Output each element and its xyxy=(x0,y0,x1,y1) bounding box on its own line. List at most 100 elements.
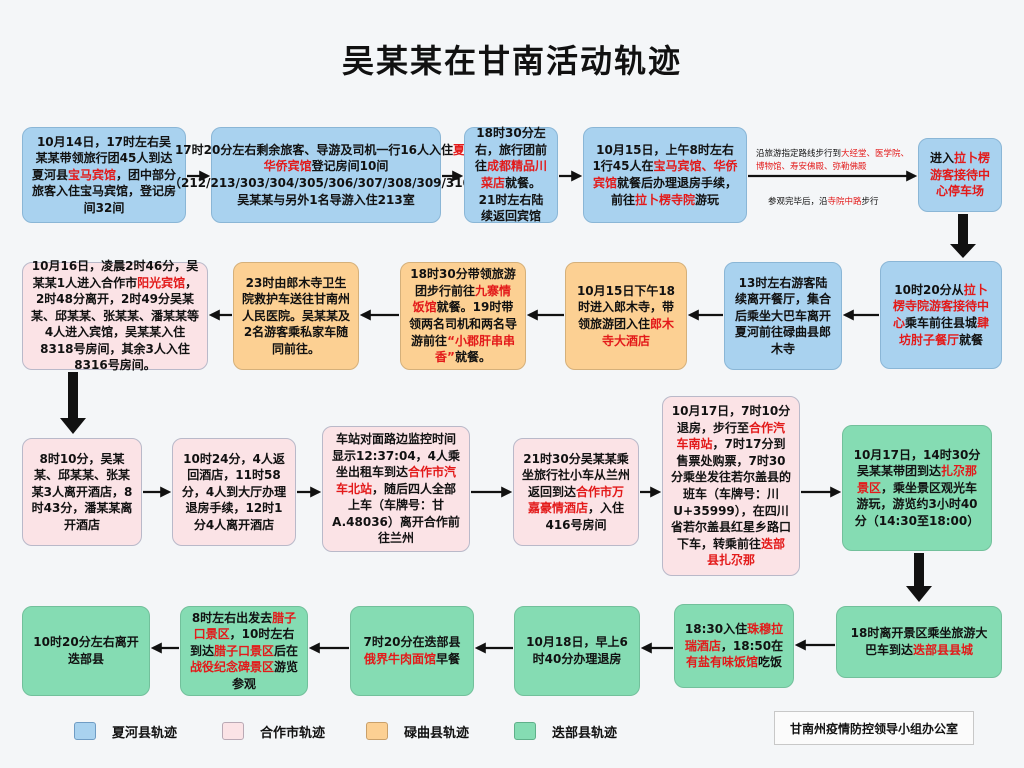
node-9-place-a: 九寨情饭馆 xyxy=(412,283,512,315)
node-6-text-c: 就餐 xyxy=(959,332,984,347)
node-15-text-a: 21时30分吴某某乘坐旅行社小车从兰州返回到达 xyxy=(522,451,631,499)
node-2: 17时20分左右剩余旅客、导游及司机一行16人入住夏河华侨宾馆登记房间10间（2… xyxy=(169,127,483,223)
node-11-text-b: ，2时48分离开，2时49分吴某某、邱某某、张某某、潘某某等4人进入宾馆，吴某某… xyxy=(31,275,200,373)
node-22-text-c: 后在 xyxy=(274,643,299,658)
node-23: 10时20分左右离开迭部县 xyxy=(22,606,150,696)
node-1-text-a: 10月14日，17时左右吴某某带领旅行团45人到达夏河县 xyxy=(31,134,173,182)
legend-label-luqu: 碌曲县轨迹 xyxy=(404,726,470,741)
node-11-place: 阳光宾馆 xyxy=(137,275,186,290)
node-7: 13时左右游客陆续离开餐厅，集合后乘坐大巴车离开夏河前往碌曲县郎木寺 xyxy=(724,262,842,370)
node-4: 10月15日，上午8时左右1行45人在宝马宾馆、华侨宾馆就餐后办理退房手续，前往… xyxy=(583,127,747,223)
legend-swatch-luqu xyxy=(366,722,388,740)
node-19-place-b: 有盐有味饭馆 xyxy=(685,655,758,670)
node-17-place: 扎尕那景区 xyxy=(856,464,978,495)
node-12: 8时10分，吴某某、邱某某、张某某3人离开酒店，8时43分，潘某某离开酒店 xyxy=(22,438,142,546)
node-13-text: 10时24分，4人返回酒店，11时58分，4人到大厅办理退房手续，12时1分4人… xyxy=(181,451,287,532)
node-16-text-b: ，7时17分到售票处购票，7时30分乘坐发往若尔盖县的班车（车牌号：川U+359… xyxy=(671,437,792,551)
node-4-place-a: 宝马宾馆、华侨宾馆 xyxy=(592,159,738,190)
node-22: 8时左右出发去腊子口景区，10时左右到达腊子口景区后在战役纪念碑景区游览参观 xyxy=(180,606,308,696)
node-22-text-d: 游览参观 xyxy=(231,660,299,691)
node-18-text-a: 18时离开景区乘坐旅游大巴车到达 xyxy=(850,626,988,657)
node-23-text: 10时20分左右离开迭部县 xyxy=(33,635,139,666)
node-22-place-b: 腊子口景区 xyxy=(213,643,274,658)
arrow-11-12-down xyxy=(60,372,86,434)
side-note-sites: 大经堂、医学院、博物馆、寿安佛殿、弥勒佛殿 xyxy=(756,149,910,172)
node-15-place: 合作市万嘉豪情酒店 xyxy=(527,484,625,516)
legend-swatch-xiahe xyxy=(74,722,96,740)
node-3-text-b: 就餐。21时左右陆续返回宾馆 xyxy=(478,176,544,224)
node-6-place-a: 拉卜楞寺院游客接待中心 xyxy=(892,282,989,330)
node-8-place: 郎木寺大酒店 xyxy=(601,317,675,348)
node-22-text-b: ，10时左右到达 xyxy=(189,627,295,658)
node-4-text-a: 10月15日，上午8时左右1行45人在 xyxy=(592,142,734,174)
node-14-text-b: ，随后四人全部上车（车牌号：甘A.48036）离开合作前往兰州 xyxy=(332,481,460,546)
node-4-text-c: 游玩 xyxy=(695,192,720,207)
node-5-place: 拉卜楞游客接待中心停车场 xyxy=(929,151,991,199)
node-14-text-a: 车站对面路边监控时间显示12:37:04，4人乘坐出租车到达 xyxy=(331,432,461,480)
node-22-place-a: 腊子口景区 xyxy=(193,610,297,642)
node-8-text-a: 10月15日下午18时进入郎木寺，带领旅游团入住 xyxy=(576,283,676,331)
node-6-text-b: 乘车前往县城 xyxy=(904,316,977,330)
node-20-text: 10月18日，早上6时40分办理退房 xyxy=(526,635,628,666)
node-9-text-a: 18时30分带领旅游团步行前往 xyxy=(410,267,516,298)
node-9: 18时30分带领旅游团步行前往九寨情饭馆就餐。19时带领两名司机和两名导游前往“… xyxy=(400,262,526,370)
node-17: 10月17日，14时30分吴某某带团到达扎尕那景区，乘坐景区观光车游玩，游览约3… xyxy=(842,425,992,551)
node-14: 车站对面路边监控时间显示12:37:04，4人乘坐出租车到达合作市汽车北站，随后… xyxy=(322,426,470,552)
node-16: 10月17日，7时10分退房，步行至合作汽车南站，7时17分到售票处购票，7时3… xyxy=(662,396,800,576)
page-title: 吴某某在甘南活动轨迹 xyxy=(341,42,682,80)
legend-label-hezuo: 合作市轨迹 xyxy=(260,726,326,741)
node-10: 23时由郎木寺卫生院救护车送往甘南州人民医院。吴某某及2名游客乘私家车随同前往。 xyxy=(233,262,359,370)
node-1: 10月14日，17时左右吴某某带领旅行团45人到达夏河县宝马宾馆，团中部分旅客入… xyxy=(22,127,186,223)
node-21-text-a: 7时20分在迭部县 xyxy=(363,635,461,650)
node-4-place-b: 拉卜楞寺院 xyxy=(634,192,695,207)
side-note: 沿旅游指定路线步行到大经堂、医学院、博物馆、寿安佛殿、弥勒佛殿 xyxy=(756,148,916,174)
node-2-text-a: 17时20分左右剩余旅客、导游及司机一行16人入住 xyxy=(174,142,454,157)
node-15: 21时30分吴某某乘坐旅行社小车从兰州返回到达合作市万嘉豪情酒店，入住416号房… xyxy=(513,438,639,546)
node-11-text-a: 10月16日，凌晨2时46分，吴某某1人进入合作市 xyxy=(31,259,199,290)
node-9-text-b: 就餐。19时带领两名司机和两名导游前往 xyxy=(409,300,518,348)
node-1-place: 宝马宾馆 xyxy=(67,167,116,182)
node-18-place: 迭部县县城 xyxy=(913,643,974,657)
node-16-text-a: 10月17日，7时10分退房，步行至 xyxy=(671,404,791,435)
node-20: 10月18日，早上6时40分办理退房 xyxy=(514,606,640,696)
node-13: 10时24分，4人返回酒店，11时58分，4人到大厅办理退房手续，12时1分4人… xyxy=(172,438,296,546)
node-2-text-b: 登记房间10间（212/213/303/304/305/306/307/308/… xyxy=(169,159,483,207)
node-19-text-c: 吃饭 xyxy=(758,655,783,670)
node-21: 7时20分在迭部县俄界牛肉面馆早餐 xyxy=(350,606,474,696)
node-19-text-b: ，18:50在 xyxy=(720,638,784,653)
node-12-text: 8时10分，吴某某、邱某某、张某某3人离开酒店，8时43分，潘某某离开酒店 xyxy=(31,451,133,532)
node-4-text-b: 就餐后办理退房手续，前往 xyxy=(610,176,738,207)
node-3-text-a: 18时30分左右，旅行团前往 xyxy=(474,126,547,174)
node-14-place: 合作市汽车北站 xyxy=(335,465,457,496)
node-19-text-a: 18:30入住 xyxy=(684,622,748,637)
node-11: 10月16日，凌晨2时46分，吴某某1人进入合作市阳光宾馆，2时48分离开，2时… xyxy=(22,259,208,373)
node-19-place-a: 珠穆拉瑞酒店 xyxy=(684,622,784,653)
side-note-road: 寺院中路 xyxy=(827,197,862,207)
node-16-place-a: 合作汽车南站 xyxy=(676,420,786,452)
side-note-b: 参观完毕后，沿 xyxy=(768,197,828,207)
node-9-place-b: “小郡肝串串香” xyxy=(435,333,515,365)
arrow-17-18-down xyxy=(906,553,932,602)
node-7-text: 13时左右游客陆续离开餐厅，集合后乘坐大巴车离开夏河前往碌曲县郎木寺 xyxy=(734,275,831,356)
side-note-c: 步行 xyxy=(861,197,879,207)
node-3-place: 成都精品川菜店 xyxy=(480,159,548,190)
node-19: 18:30入住珠穆拉瑞酒店，18:50在有盐有味饭馆吃饭 xyxy=(674,604,794,688)
side-note-2: 参观完毕后，沿寺院中路步行 xyxy=(768,196,918,209)
node-6: 10时20分从拉卜楞寺院游客接待中心乘车前往县城肆坊肘子餐厅就餐 xyxy=(880,261,1002,369)
node-17-text-a: 10月17日，14时30分吴某某带团到达 xyxy=(853,447,981,479)
node-8: 10月15日下午18时进入郎木寺，带领旅游团入住郎木寺大酒店 xyxy=(565,262,687,370)
node-16-place-b: 迭部县扎尕那 xyxy=(706,536,786,568)
node-3: 18时30分左右，旅行团前往成都精品川菜店就餐。21时左右陆续返回宾馆 xyxy=(464,126,558,224)
arrow-5-6-down xyxy=(950,214,976,258)
node-21-place: 俄界牛肉面馆 xyxy=(363,652,436,666)
node-10-text: 23时由郎木寺卫生院救护车送往甘南州人民医院。吴某某及2名游客乘私家车随同前往。 xyxy=(242,275,351,356)
node-21-text-b: 早餐 xyxy=(436,652,461,666)
node-22-text-a: 8时左右出发去 xyxy=(191,610,273,625)
node-18: 18时离开景区乘坐旅游大巴车到达迭部县县城 xyxy=(836,606,1002,678)
node-9-text-c: 就餐。 xyxy=(454,350,491,365)
node-15-text-b: ，入住416号房间 xyxy=(545,501,625,532)
node-5: 进入拉卜楞游客接待中心停车场 xyxy=(918,138,1002,212)
node-1-text-b: ，团中部分旅客入住宝马宾馆，登记房间32间 xyxy=(31,167,177,215)
side-note-a: 沿旅游指定路线步行到 xyxy=(756,149,842,159)
